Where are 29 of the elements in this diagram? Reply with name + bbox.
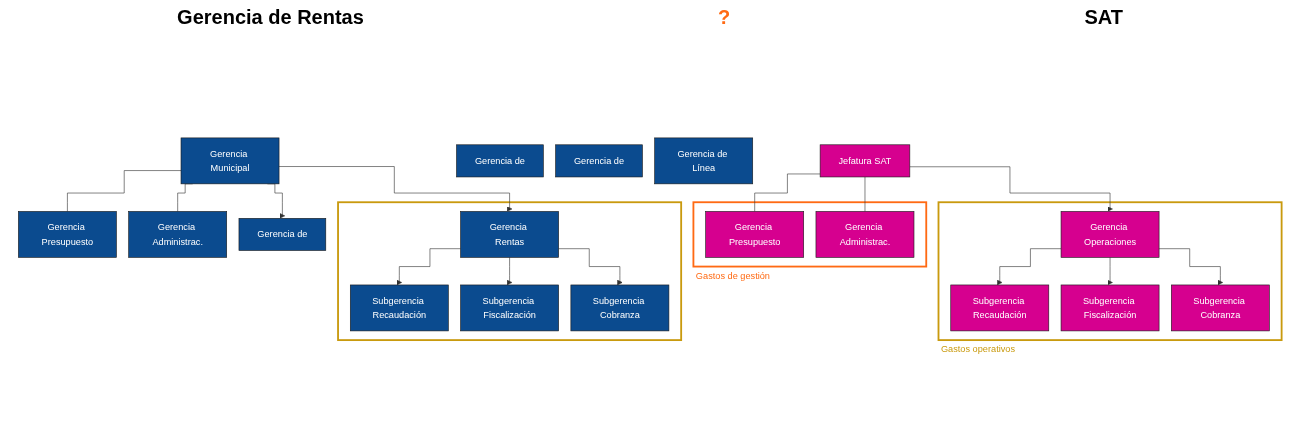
connector — [754, 173, 821, 212]
node-box: Gerencia Administrac. — [815, 211, 915, 258]
node-box: Gerencia Rentas — [460, 211, 559, 258]
column-heading: SAT — [1084, 5, 1123, 29]
node-box: Subgerencia Fiscalización — [1060, 284, 1160, 332]
node-box: Subgerencia Recaudación — [950, 284, 1050, 332]
node-box: Gerencia de — [555, 144, 643, 178]
node-box: Gerencia Presupuesto — [18, 211, 117, 258]
node-box: Jefatura SAT — [819, 144, 911, 178]
node-box: Subgerencia Recaudación — [350, 284, 449, 332]
connector — [67, 170, 182, 212]
question-mark: ? — [718, 5, 731, 29]
node-box: Subgerencia Fiscalización — [460, 284, 559, 332]
node-box: Gerencia Municipal — [180, 137, 280, 185]
column-heading: Gerencia de Rentas — [177, 5, 364, 29]
node-box: Gerencia de Línea — [654, 137, 754, 185]
node-box: Gerencia Operaciones — [1060, 211, 1160, 258]
node-box: Gerencia de — [456, 144, 544, 178]
node-label: Gastos operativos — [940, 343, 1016, 355]
node-box: Gerencia Administrac. — [128, 211, 227, 258]
node-box: Gerencia de — [238, 218, 327, 251]
cluster — [337, 201, 683, 342]
node-label: Gastos de gestión — [695, 270, 770, 281]
cluster — [937, 201, 1283, 342]
node-box: Gerencia Presupuesto — [705, 211, 804, 258]
node-box: Subgerencia Cobranza — [570, 284, 670, 332]
cluster — [692, 201, 928, 268]
connector — [864, 176, 866, 212]
node-box: Subgerencia Cobranza — [1171, 284, 1270, 332]
